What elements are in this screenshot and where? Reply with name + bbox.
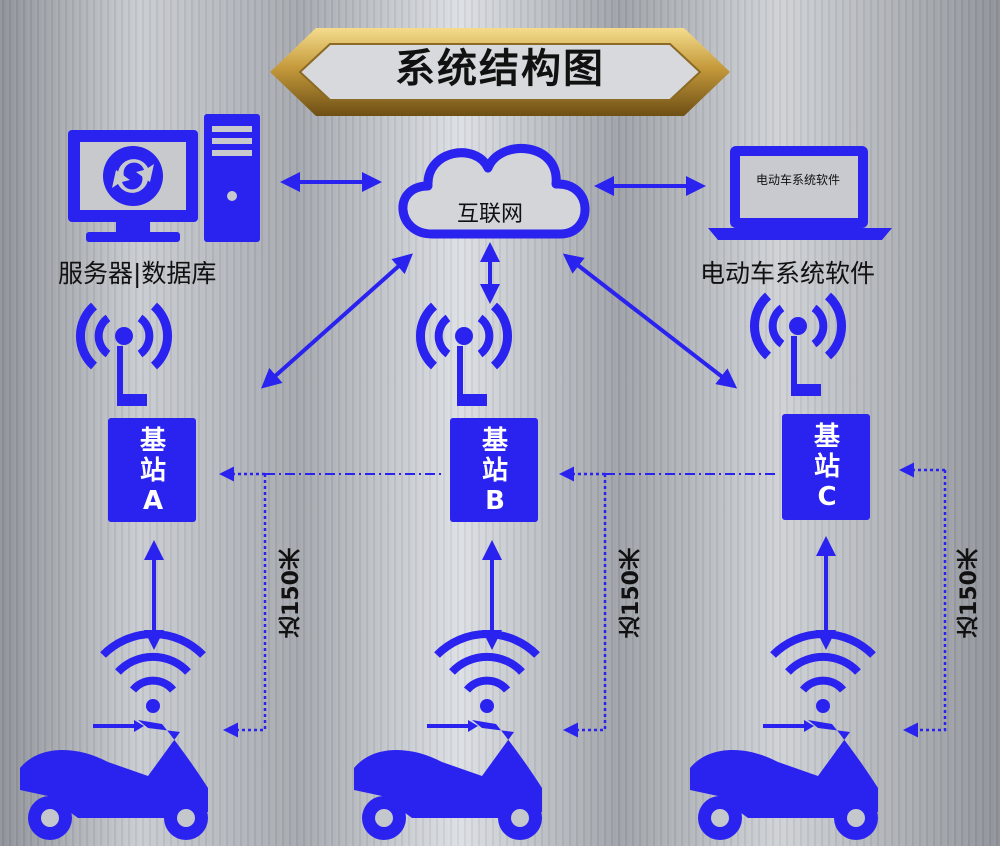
scooter-c-icon bbox=[690, 634, 878, 840]
arrow-internet-station-c bbox=[562, 253, 738, 389]
cloud-icon bbox=[398, 144, 590, 239]
station-a-char-2: 站 bbox=[139, 456, 166, 486]
station-b-letter: B bbox=[485, 486, 505, 516]
internet-label: 互联网 bbox=[456, 202, 523, 227]
range-bracket-c bbox=[899, 462, 947, 738]
desktop-computer-icon bbox=[68, 114, 260, 242]
station-b-char-1: 基 bbox=[481, 426, 508, 456]
station-c-char-2: 站 bbox=[813, 452, 840, 482]
station-c-char-1: 基 bbox=[813, 422, 840, 452]
station-a-letter: A bbox=[142, 486, 164, 516]
station-a-label: 基 站 A bbox=[108, 426, 198, 516]
station-c-tower-icon bbox=[754, 296, 870, 520]
station-c-letter: C bbox=[817, 482, 837, 512]
scooter-a-icon bbox=[20, 634, 208, 840]
station-a-tower-icon bbox=[80, 306, 196, 522]
range-bracket-b bbox=[559, 466, 607, 738]
server-label: 服务器|数据库 bbox=[58, 259, 217, 288]
station-b-char-2: 站 bbox=[481, 456, 508, 486]
page-title: 系统结构图 bbox=[395, 46, 605, 92]
title-banner bbox=[270, 28, 730, 116]
station-b-tower-icon bbox=[420, 306, 538, 522]
scooter-b-icon bbox=[354, 634, 542, 840]
distance-label-c: 达150米 bbox=[957, 548, 982, 638]
station-b-label: 基 站 B bbox=[450, 426, 540, 516]
distance-label-b: 达150米 bbox=[619, 548, 644, 638]
laptop-screen-text: 电动车系统软件 bbox=[755, 173, 840, 187]
station-c-label: 基 站 C bbox=[782, 422, 872, 512]
range-bracket-a bbox=[219, 466, 267, 738]
station-a-char-1: 基 bbox=[139, 426, 166, 456]
laptop-icon bbox=[708, 146, 892, 240]
arrow-internet-station-a bbox=[261, 253, 413, 389]
distance-label-a: 达150米 bbox=[279, 548, 304, 638]
software-label: 电动车系统软件 bbox=[700, 259, 876, 288]
